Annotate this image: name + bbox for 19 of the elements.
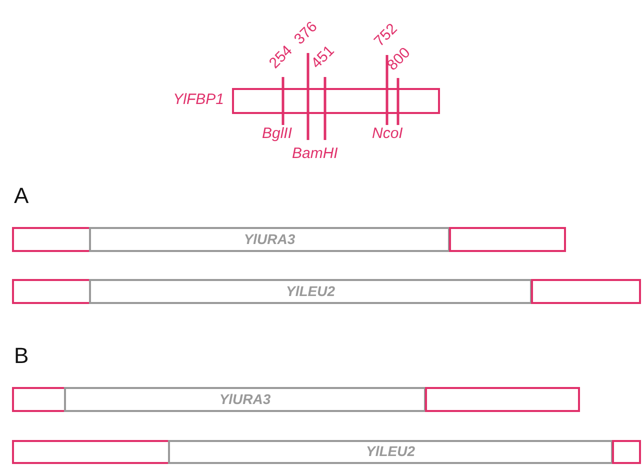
marker-gene-bar: YlURA3 bbox=[64, 387, 426, 412]
enzyme-name: NcoI bbox=[372, 125, 403, 142]
flank-bar bbox=[531, 279, 641, 304]
flank-bar bbox=[12, 227, 91, 252]
enzyme-name: BglII bbox=[262, 125, 292, 142]
gene-name: YlFBP1 bbox=[173, 91, 224, 108]
flank-bar bbox=[12, 279, 91, 304]
flank-bar bbox=[12, 440, 170, 464]
panel-letter: B bbox=[14, 343, 29, 369]
flank-bar bbox=[449, 227, 566, 252]
marker-gene-bar: YlLEU2 bbox=[89, 279, 532, 304]
gene-bar bbox=[232, 88, 440, 114]
marker-gene-bar: YlURA3 bbox=[89, 227, 450, 252]
marker-gene-bar: YlLEU2 bbox=[168, 440, 613, 464]
flank-bar bbox=[425, 387, 580, 412]
enzyme-name: BamHI bbox=[292, 145, 338, 162]
panel-letter: A bbox=[14, 183, 29, 209]
flank-bar bbox=[12, 387, 66, 412]
flank-bar bbox=[612, 440, 641, 464]
